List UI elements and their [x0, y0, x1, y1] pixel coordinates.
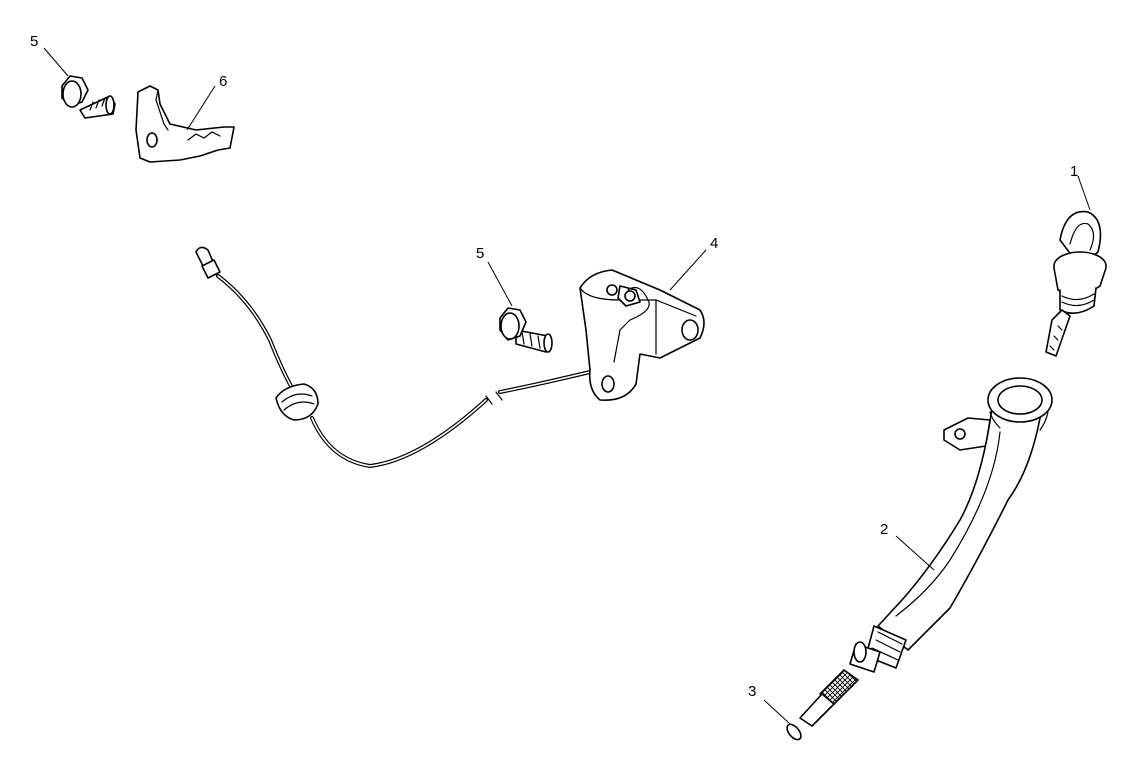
leader-6: [186, 85, 216, 131]
callout-2: 2: [880, 521, 888, 538]
filler-tube-part-2: [799, 377, 1053, 727]
callout-5-middle: 5: [476, 245, 484, 262]
callout-3: 3: [748, 683, 756, 700]
callout-6: 6: [219, 73, 227, 90]
bolt-part-5-middle: [499, 307, 553, 353]
leader-5-top: [43, 47, 69, 77]
bolt-part-5-top: [61, 75, 116, 119]
leader-2: [895, 535, 935, 571]
callout-5-top: 5: [30, 33, 38, 50]
callout-4: 4: [710, 235, 718, 252]
leader-5-middle: [487, 261, 513, 307]
callout-1: 1: [1070, 163, 1078, 180]
o-ring-part-3: [786, 723, 802, 741]
bracket-part-6: [135, 85, 235, 163]
bracket-part-4: [579, 269, 705, 401]
leader-4: [669, 249, 707, 291]
leader-1: [1077, 175, 1091, 211]
leader-3: [763, 699, 791, 725]
dipstick-cap-part-1: [1045, 210, 1107, 357]
